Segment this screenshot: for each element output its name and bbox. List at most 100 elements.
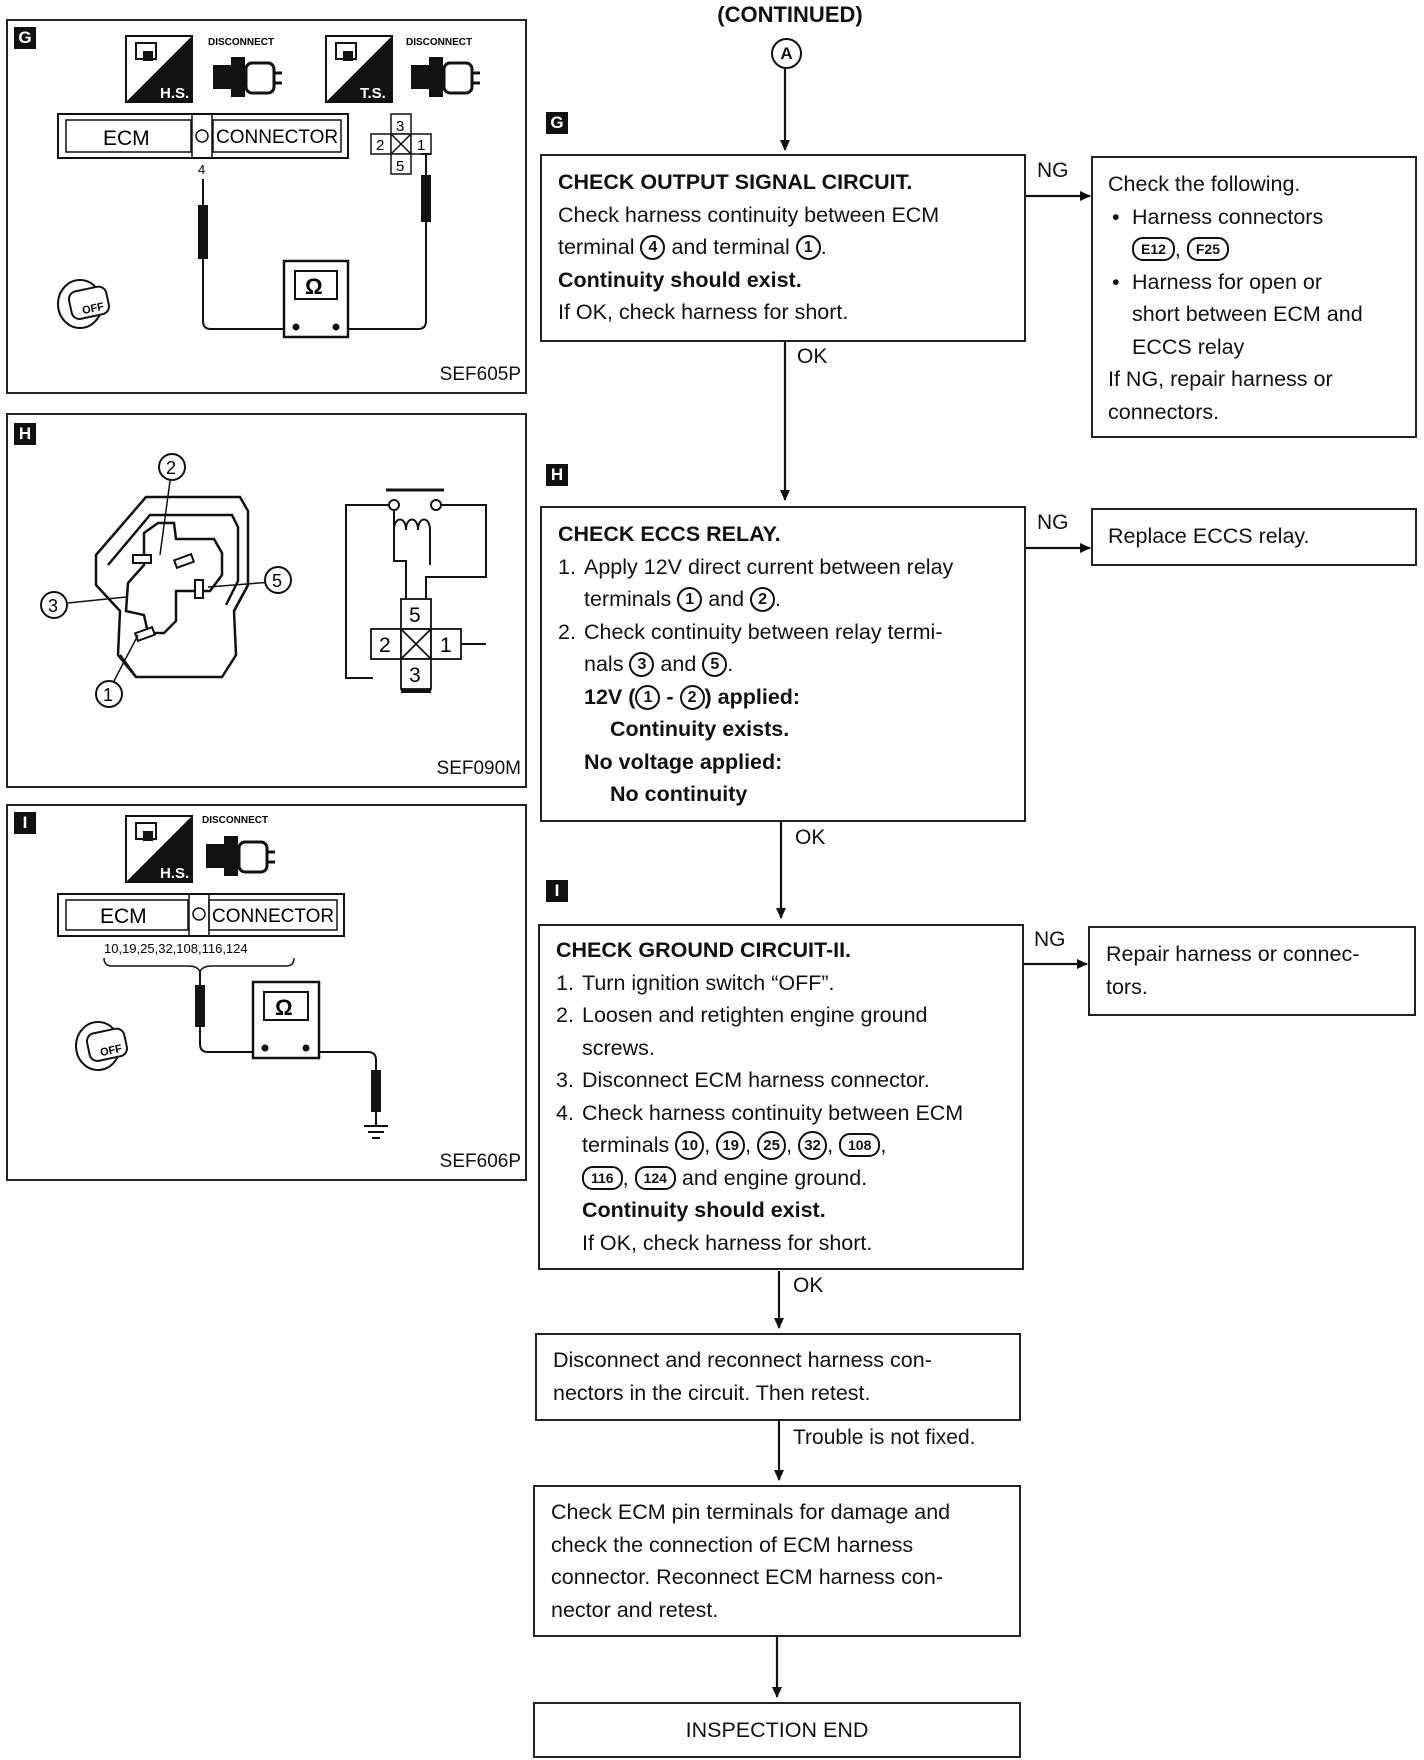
retest-line1: Disconnect and reconnect harness con-	[553, 1348, 932, 1372]
probe-wires	[195, 972, 388, 1139]
ng-g-connectors: E12, F25	[1108, 233, 1401, 266]
step-h-box: CHECK ECCS RELAY. 1.Apply 12V direct cur…	[540, 506, 1026, 822]
ng-i-line2: tors.	[1106, 974, 1148, 999]
step-g-line1: Check harness continuity between ECM	[558, 202, 940, 227]
step-i-box: CHECK GROUND CIRCUIT-II. 1.Turn ignition…	[538, 924, 1024, 1270]
disconnect-icon	[213, 57, 282, 97]
final-check-line2: check the connection of ECM harness	[551, 1532, 914, 1557]
step-i-item3: 3.Disconnect ECM harness connector.	[556, 1068, 930, 1092]
ng-i-line1: Repair harness or connec-	[1106, 942, 1360, 966]
step-g-title: CHECK OUTPUT SIGNAL CIRCUIT.	[558, 170, 913, 194]
step-g-ng-label: NG	[1037, 159, 1069, 182]
ignition-key-icon	[57, 279, 110, 329]
hs-label: H.S.	[160, 85, 189, 102]
step-h-item2: 2.Check continuity between relay termi-	[558, 619, 943, 644]
hs-icon	[125, 35, 193, 103]
step-i-bold: Continuity should exist.	[582, 1198, 826, 1222]
trouble-label: Trouble is not fixed.	[793, 1426, 976, 1449]
probe-wires	[198, 153, 431, 330]
retest-box: Disconnect and reconnect harness con- ne…	[535, 1333, 1021, 1421]
ng-g-bullet1: Harness connectors	[1108, 201, 1401, 234]
relay-pin-5: 5	[396, 158, 404, 175]
ng-g-line1: If NG, repair harness or	[1108, 367, 1333, 391]
disconnect-label-1: DISCONNECT	[208, 37, 274, 48]
ecm-label: ECM	[100, 905, 147, 928]
panel-g-ref: SEF605P	[439, 364, 521, 385]
off-label: OFF	[99, 1043, 123, 1059]
step-g-bold: Continuity should exist.	[558, 267, 802, 292]
relay-body	[94, 495, 250, 679]
ng-h-text: Replace ECCS relay.	[1108, 524, 1310, 548]
final-check-line4: nector and retest.	[551, 1597, 719, 1622]
callout-1: 1	[103, 685, 113, 705]
step-g-tag: G	[546, 112, 568, 134]
ohmmeter	[282, 259, 350, 339]
ng-g-box: Check the following. Harness connectors …	[1091, 156, 1417, 438]
connector-label: CONNECTOR	[212, 906, 334, 927]
panel-h-tag: H	[14, 423, 36, 445]
callout-5: 5	[272, 571, 282, 591]
relay-connector	[370, 113, 432, 175]
continued-title: (CONTINUED)	[717, 2, 863, 27]
off-label: OFF	[81, 301, 105, 317]
connector-label: CONNECTOR	[216, 127, 338, 148]
disconnect-icon	[411, 57, 480, 97]
step-i-item4-terminals: terminals 10, 19, 25, 32, 108,	[556, 1129, 1008, 1162]
panel-h: H 2 3 5 1	[6, 413, 527, 788]
retest-line2: nectors in the circuit. Then retest.	[553, 1380, 871, 1405]
relay-pin-block	[370, 598, 462, 690]
step-i-item1: 1.Turn ignition switch “OFF”.	[556, 970, 835, 995]
ng-g-bullet2: Harness for open or	[1108, 266, 1401, 299]
panel-i-diagram: H.S. DISCONNECT ECM CONNECTOR 10,19,25,3…	[57, 815, 388, 1139]
relay-terminal-1-circle: 1	[677, 587, 703, 612]
terminals-label: 10,19,25,32,108,116,124	[104, 941, 248, 956]
callout-leaders	[67, 480, 273, 682]
step-h-item2-b: nals 3 and 5.	[584, 652, 734, 677]
callout-circles	[40, 453, 292, 708]
relay-pin-2: 2	[376, 137, 384, 154]
terminal-1-circle: 1	[795, 235, 821, 260]
panel-i-tag: I	[14, 812, 36, 834]
ohm-symbol: Ω	[275, 995, 293, 1020]
step-g-box: CHECK OUTPUT SIGNAL CIRCUIT. Check harne…	[540, 154, 1026, 342]
ecm-label: ECM	[103, 127, 150, 150]
panel-g: G H.S. DISCONNECT T.S. DISCONNECT	[6, 19, 527, 394]
step-g-last: If OK, check harness for short.	[558, 300, 849, 324]
final-check-line1: Check ECM pin terminals for damage and	[551, 1500, 951, 1524]
ecm-connector	[57, 113, 349, 159]
disconnect-label: DISCONNECT	[202, 815, 268, 826]
step-h-item1: 1.Apply 12V direct current between relay	[558, 554, 954, 579]
step-i-ok-label: OK	[793, 1274, 824, 1297]
relay-pin-1: 1	[417, 137, 425, 154]
panel-i: I H.S. DISCONNECT ECM CONNECTOR 10,19,25…	[6, 804, 527, 1181]
flow-connector-a: A	[771, 38, 802, 69]
connector-f25-badge: F25	[1186, 237, 1229, 261]
step-h-novolt: No voltage applied:	[584, 749, 783, 774]
ecm-connector	[57, 893, 345, 937]
final-check-line3: connector. Reconnect ECM harness con-	[551, 1565, 943, 1589]
panel-i-ref: SEF606P	[439, 1151, 521, 1172]
step-g-line2: terminal 4 and terminal 1.	[558, 235, 827, 260]
step-h-ok-label: OK	[795, 826, 826, 849]
ohmmeter	[251, 980, 321, 1060]
ts-icon	[325, 35, 393, 103]
ng-g-line2: connectors.	[1108, 399, 1220, 424]
callout-2: 2	[166, 458, 176, 478]
inspection-end-box: INSPECTION END	[533, 1702, 1021, 1758]
relay-terminals	[132, 552, 204, 643]
ecm-terminal-label: 4	[198, 162, 205, 177]
step-h-12v: 12V (1 - 2) applied:	[584, 684, 801, 710]
step-h-cont-exists: Continuity exists.	[610, 717, 790, 741]
hs-label: H.S.	[160, 865, 189, 882]
schematic-pin-3: 3	[409, 664, 421, 687]
schematic-pin-2: 2	[379, 634, 391, 657]
step-i-ng-label: NG	[1034, 928, 1066, 951]
disconnect-icon	[206, 836, 275, 876]
connector-e12-badge: E12	[1132, 237, 1175, 261]
ng-g-title: Check the following.	[1108, 172, 1301, 196]
relay-terminal-3-circle: 3	[629, 652, 655, 677]
step-i-title: CHECK GROUND CIRCUIT-II.	[556, 938, 852, 962]
step-h-item1-b: terminals 1 and 2.	[584, 587, 782, 612]
ng-g-bullet2-b: short between ECM and	[1132, 302, 1363, 326]
step-h-title: CHECK ECCS RELAY.	[558, 522, 781, 546]
